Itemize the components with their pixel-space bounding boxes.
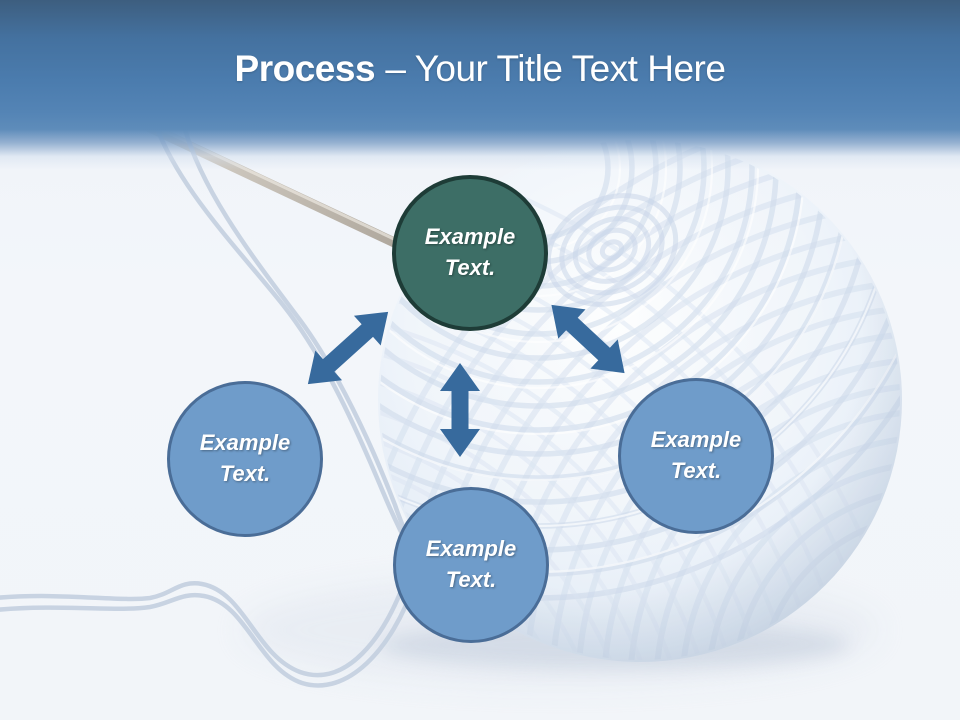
node-label-line: Text. bbox=[444, 255, 496, 280]
node-label: Example Text. bbox=[425, 222, 516, 284]
node-label-line: Example bbox=[199, 430, 291, 456]
process-node-top[interactable]: Example Text. bbox=[392, 175, 548, 331]
node-label: Example Text. bbox=[200, 428, 291, 490]
node-label-line: Text. bbox=[219, 461, 271, 486]
double-arrow-top-right-icon[interactable] bbox=[538, 290, 638, 387]
page-title[interactable]: Process– Your Title Text Here bbox=[0, 0, 960, 90]
node-label-line: Text. bbox=[445, 567, 497, 592]
node-label-line: Example bbox=[650, 427, 742, 453]
process-node-left[interactable]: Example Text. bbox=[167, 381, 323, 537]
node-label-line: Example bbox=[424, 224, 516, 250]
node-label-line: Example bbox=[425, 536, 517, 562]
process-node-right[interactable]: Example Text. bbox=[618, 378, 774, 534]
node-label: Example Text. bbox=[651, 425, 742, 487]
node-label-line: Text. bbox=[670, 458, 722, 483]
double-arrow-vertical-icon[interactable] bbox=[440, 363, 480, 457]
title-bold-word: Process bbox=[234, 48, 376, 89]
process-node-bottom[interactable]: Example Text. bbox=[393, 487, 549, 643]
header-band bbox=[0, 0, 960, 170]
node-label: Example Text. bbox=[426, 534, 517, 596]
double-arrow-top-left-icon[interactable] bbox=[294, 297, 401, 399]
title-rest-text: – Your Title Text Here bbox=[385, 48, 726, 89]
